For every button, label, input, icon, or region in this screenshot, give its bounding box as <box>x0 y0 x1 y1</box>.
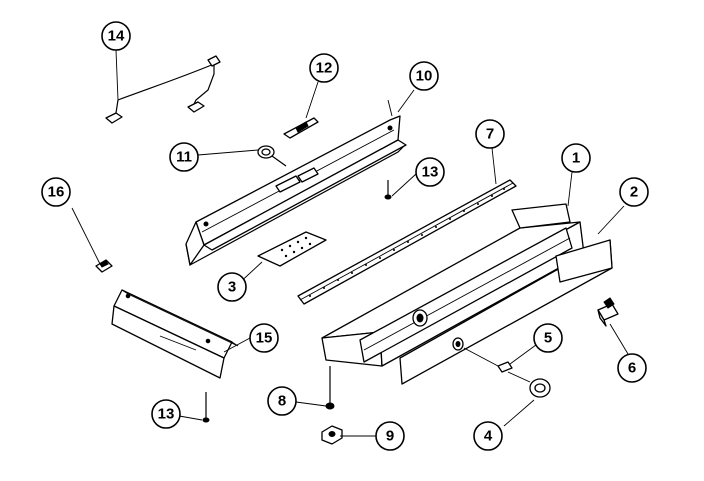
part-clip <box>283 117 319 139</box>
part-fitting <box>463 347 513 373</box>
part-wire-harness <box>105 55 221 124</box>
callout-6: 6 <box>617 353 647 383</box>
svg-text:12: 12 <box>316 60 333 77</box>
svg-text:5: 5 <box>544 330 552 347</box>
callout-9: 9 <box>375 421 405 451</box>
svg-text:13: 13 <box>422 164 439 181</box>
part-cover-panel <box>399 239 613 385</box>
callout-10: 10 <box>409 61 439 91</box>
callout-4: 4 <box>473 421 503 451</box>
svg-text:2: 2 <box>630 184 638 201</box>
part-plate <box>257 231 327 267</box>
callout-11: 11 <box>169 142 199 172</box>
part-top-rail <box>185 99 407 266</box>
callout-8: 8 <box>267 386 297 416</box>
part-perforated-strip <box>297 179 517 305</box>
callout-5: 5 <box>533 323 563 353</box>
svg-text:4: 4 <box>484 428 493 445</box>
svg-text:10: 10 <box>416 68 433 85</box>
svg-text:7: 7 <box>486 126 494 143</box>
svg-text:1: 1 <box>572 150 580 167</box>
svg-text:13: 13 <box>158 406 175 423</box>
svg-text:11: 11 <box>176 149 192 166</box>
svg-text:3: 3 <box>228 279 236 296</box>
part-grommet <box>257 145 287 167</box>
callout-12: 12 <box>309 53 339 83</box>
svg-text:16: 16 <box>48 184 65 201</box>
part-nut <box>321 425 343 445</box>
callout-13-lower: 13 <box>151 399 181 429</box>
part-knob <box>507 371 551 398</box>
svg-text:15: 15 <box>256 330 273 347</box>
part-end-bracket <box>111 289 239 379</box>
callout-13-upper: 13 <box>415 157 445 187</box>
svg-text:9: 9 <box>386 428 394 445</box>
part-screw-lower <box>325 366 335 410</box>
callout-16: 16 <box>41 177 71 207</box>
callout-14: 14 <box>101 21 131 51</box>
callout-1: 1 <box>561 143 591 173</box>
callout-7: 7 <box>475 119 505 149</box>
callout-2: 2 <box>619 177 649 207</box>
callout-3: 3 <box>217 272 247 302</box>
part-switch <box>597 297 619 327</box>
part-main-housing <box>321 203 585 367</box>
part-screw-bracket <box>202 392 210 423</box>
svg-text:14: 14 <box>108 28 125 45</box>
part-screw-upper <box>384 180 392 200</box>
callout-15: 15 <box>249 323 279 353</box>
svg-text:6: 6 <box>628 360 636 377</box>
part-small-clip <box>95 259 113 273</box>
svg-text:8: 8 <box>278 393 286 410</box>
